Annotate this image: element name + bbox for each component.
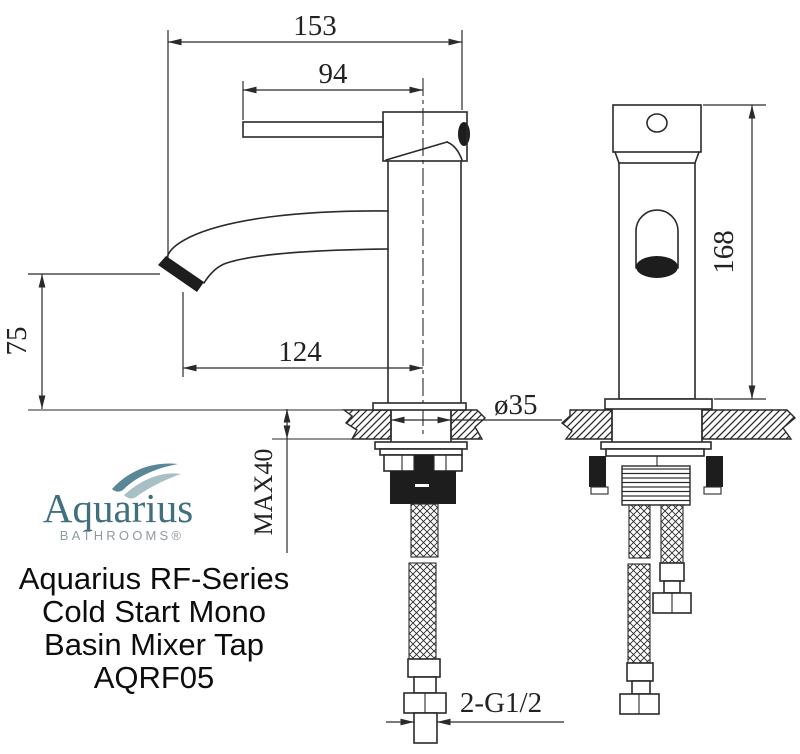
braided-hose <box>410 503 439 558</box>
front-view-tap <box>604 104 713 410</box>
threaded-shank <box>621 465 691 506</box>
spout-top-curve <box>166 210 389 259</box>
dim-label-hole-diameter: ø35 <box>494 389 538 421</box>
dim-label-tail-connection: 2-G1/2 <box>460 687 542 719</box>
dim-label-deck-thickness: MAX40 <box>249 449 278 536</box>
hose-ferrule <box>659 562 685 582</box>
brand-logo: Aquarius BATHROOMS® <box>43 463 193 543</box>
hose-neck <box>631 680 651 695</box>
fixing-bracket <box>589 456 606 487</box>
hose-ferrule <box>407 658 441 678</box>
spout-outlet-recess <box>635 209 679 269</box>
braided-hose <box>408 562 437 660</box>
product-title-line-2: Cold Start Mono <box>42 594 266 629</box>
handle-head-front <box>612 104 702 153</box>
washer <box>374 441 468 450</box>
handle-pivot-knob <box>458 122 470 146</box>
logo-wordmark: Aquarius <box>43 485 193 531</box>
dim-label-spout-reach: 124 <box>278 336 322 368</box>
dim-label-overall-length: 153 <box>293 10 337 42</box>
product-title: Aquarius RF-Series Cold Start Mono Basin… <box>19 561 289 695</box>
product-title-line-3: Basin Mixer Tap <box>44 627 264 662</box>
washer <box>605 448 705 457</box>
front-view-hoses <box>619 504 692 715</box>
aerator <box>636 256 678 278</box>
bracket-foot <box>590 486 609 495</box>
side-view-dimensions: 153 94 75 124 MAX40 ø35 2-G1/2 <box>1 10 564 726</box>
front-view-dimensions: 168 <box>703 104 766 400</box>
washer <box>379 448 463 456</box>
fixing-bracket <box>706 456 723 487</box>
dim-label-spout-height: 75 <box>1 327 33 356</box>
logo-subtitle: BATHROOMS® <box>60 528 184 543</box>
front-view-deck-section <box>560 408 797 443</box>
braided-hose <box>627 563 651 664</box>
handle-lever <box>242 121 384 138</box>
side-view-tap <box>158 111 470 411</box>
side-view: 153 94 75 124 MAX40 ø35 2-G1/2 <box>1 10 564 744</box>
logo-wave-dark <box>112 463 178 492</box>
fixing-stud <box>414 455 434 471</box>
handle-top-hole <box>646 113 668 133</box>
handle-head-outline <box>382 111 468 162</box>
spout-outlet <box>158 256 204 292</box>
dim-label-handle-length: 94 <box>319 58 349 90</box>
handle-head <box>383 112 467 161</box>
logo-wave-light <box>124 473 181 499</box>
braided-hose <box>628 504 651 559</box>
side-view-hose <box>403 503 447 744</box>
body-front <box>618 162 696 400</box>
handle-head-joint-arc <box>446 141 463 161</box>
product-title-line-4: AQRF05 <box>94 660 215 695</box>
hose-neck <box>663 580 681 594</box>
side-view-deck-section <box>28 408 487 443</box>
mounting-block-slot <box>415 484 429 487</box>
base-flange <box>372 402 467 411</box>
hose-ferrule <box>626 662 654 682</box>
product-title-line-1: Aquarius RF-Series <box>19 561 289 596</box>
dim-label-total-height: 168 <box>708 230 740 274</box>
bracket-foot <box>703 486 722 495</box>
handle-head-joint-line <box>385 141 448 161</box>
mounting-block <box>390 471 456 504</box>
spout-bottom-curve <box>203 248 389 284</box>
front-view: 168 <box>560 104 797 715</box>
connection-tail <box>413 712 438 744</box>
side-view-fixing <box>374 441 468 504</box>
hose-neck <box>413 676 437 694</box>
washer <box>600 441 712 450</box>
base-flange-front <box>604 398 713 410</box>
braided-hose <box>660 504 684 564</box>
front-view-fixing <box>589 441 723 506</box>
